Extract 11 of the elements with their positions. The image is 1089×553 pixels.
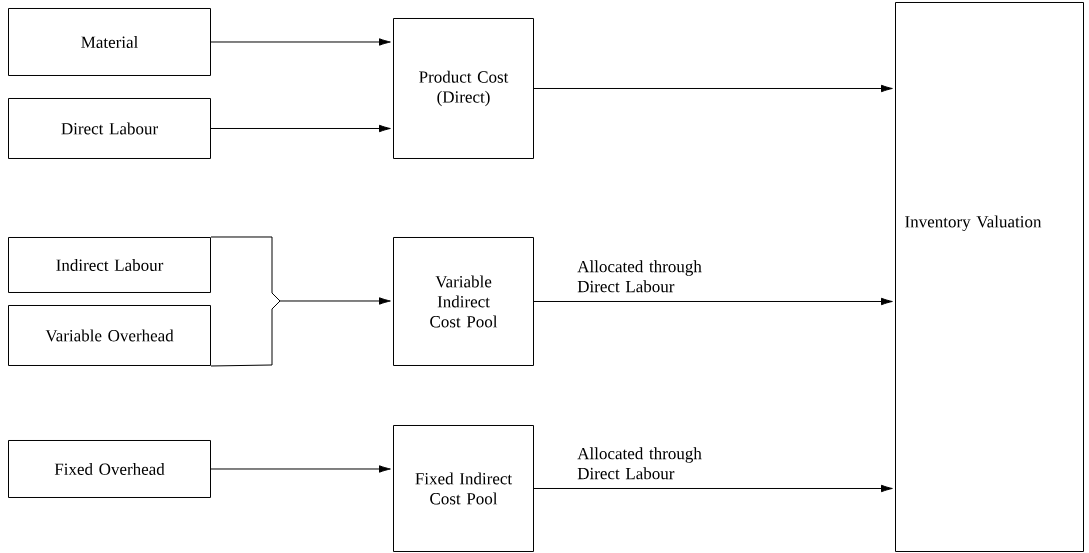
process-box: Material (8, 8, 211, 76)
process-box: Fixed Indirect Cost Pool (393, 425, 534, 552)
process-box: Fixed Overhead (8, 440, 211, 498)
process-box: Variable Indirect Cost Pool (393, 237, 534, 366)
edge-label: Allocated through Direct Labour (577, 260, 702, 293)
process-box: Variable Overhead (8, 305, 211, 366)
process-box: Direct Labour (8, 98, 211, 159)
process-box: Inventory Valuation (895, 2, 1084, 552)
edge-label: Allocated through Direct Labour (577, 447, 702, 480)
process-box: Indirect Labour (8, 237, 211, 293)
process-box: Product Cost (Direct) (393, 18, 534, 159)
